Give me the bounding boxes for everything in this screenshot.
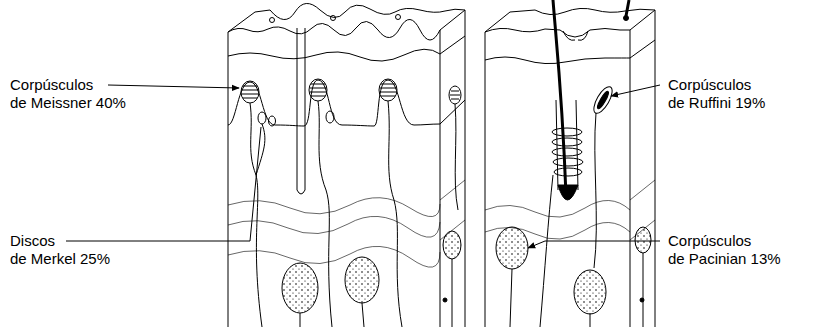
receptor-label: Corpúsculos de Meissner 40%	[10, 76, 126, 112]
leader-line	[611, 85, 660, 96]
leader-line	[66, 127, 261, 241]
receptor-label: Corpúsculos de Ruffini 19%	[668, 76, 765, 112]
label-line: Corpúsculos	[10, 76, 126, 94]
receptor-label: Corpúsculos de Pacinian 13%	[668, 232, 781, 268]
left-skin-block	[228, 3, 465, 327]
label-line: Corpúsculos	[668, 76, 765, 94]
label-line: de Pacinian 13%	[668, 250, 781, 268]
label-line: Corpúsculos	[668, 232, 781, 250]
label-line: Discos	[10, 232, 110, 250]
leader-line	[528, 241, 660, 248]
label-line: de Merkel 25%	[10, 250, 110, 268]
label-line: de Ruffini 19%	[668, 94, 765, 112]
leader-lines	[66, 85, 660, 248]
receptor-label: Discos de Merkel 25%	[10, 232, 110, 268]
label-line: de Meissner 40%	[10, 94, 126, 112]
right-skin-block	[485, 0, 655, 327]
leader-line	[108, 85, 239, 88]
